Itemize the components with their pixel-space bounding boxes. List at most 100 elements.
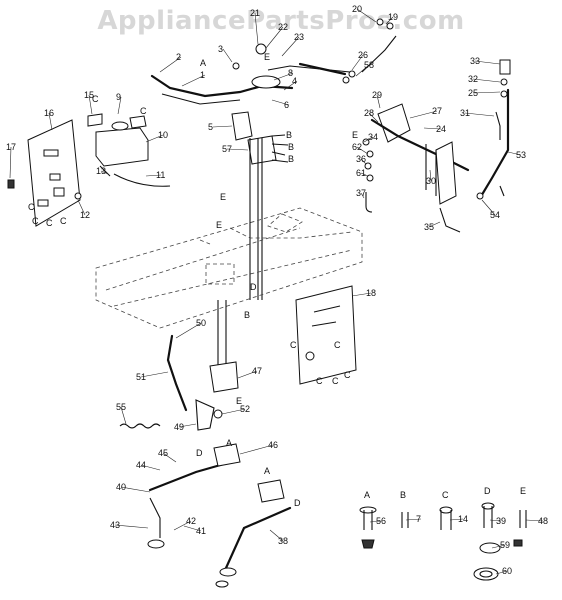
callout-7: 7: [416, 514, 421, 524]
callout-leader-6: [271, 99, 290, 106]
callout-6: 6: [284, 100, 289, 110]
callout-leader-52: [221, 408, 246, 415]
callout-2: 2: [176, 52, 181, 62]
callout-leader-58: [355, 64, 370, 77]
callout-leader-57: [226, 148, 249, 151]
callout-15: 15: [84, 90, 94, 100]
callout-37: 37: [356, 188, 366, 198]
fastener-letter-e: E: [264, 52, 270, 62]
callout-leader-16: [48, 112, 53, 131]
callout-61: 61: [356, 168, 366, 178]
callout-60: 60: [502, 566, 512, 576]
callout-48: 48: [538, 516, 548, 526]
callout-leader-35: [428, 221, 441, 228]
fastener-letter-c: C: [60, 216, 67, 226]
callout-10: 10: [158, 130, 168, 140]
fastener-letter-b: B: [286, 130, 292, 140]
callout-leader-26: [351, 54, 364, 71]
callout-leader-48: [525, 519, 544, 522]
callout-leader-20: [356, 8, 377, 23]
callout-16: 16: [44, 108, 54, 118]
callout-leader-56: [369, 520, 382, 523]
callout-labels: 1234567891011121314151617181920212223242…: [6, 4, 548, 576]
callout-41: 41: [196, 526, 206, 536]
callout-leader-7: [405, 518, 422, 521]
callout-leader-8: [273, 72, 294, 81]
callout-leader-25: [472, 91, 501, 94]
fastener-letter-c: C: [344, 370, 351, 380]
callout-leader-61: [360, 172, 369, 177]
callout-leader-53: [507, 151, 522, 156]
callout-55: 55: [116, 402, 126, 412]
callout-leader-45: [162, 452, 177, 463]
fastener-letter-d: D: [294, 498, 301, 508]
callout-28: 28: [364, 108, 374, 118]
callout-50: 50: [196, 318, 206, 328]
fastener-letter-c: C: [316, 376, 323, 386]
callout-leader-36: [360, 158, 367, 165]
callout-34: 34: [368, 132, 378, 142]
callout-leader-19: [385, 16, 394, 25]
fastener-letter-a: A: [200, 58, 206, 68]
callout-31: 31: [460, 108, 470, 118]
leader-lines: [9, 8, 544, 575]
callout-leader-12: [77, 199, 86, 216]
callout-35: 35: [424, 222, 434, 232]
hardware-key-b: B: [400, 490, 406, 500]
callout-leader-18: [351, 292, 372, 297]
callout-leader-41: [183, 525, 202, 532]
callout-51: 51: [136, 372, 146, 382]
callout-leader-15: [88, 94, 93, 115]
callout-17: 17: [6, 142, 16, 152]
callout-leader-3: [222, 48, 233, 63]
callout-leader-14: [449, 518, 464, 521]
callout-43: 43: [110, 520, 120, 530]
callout-leader-24: [423, 127, 442, 130]
fastener-letter-c: C: [28, 202, 35, 212]
fastener-letter-e: E: [236, 396, 242, 406]
callout-leader-27: [409, 110, 438, 119]
callout-leader-10: [145, 134, 164, 143]
fastener-letter-c: C: [332, 376, 339, 386]
fastener-letter-c: C: [92, 94, 99, 104]
callout-18: 18: [366, 288, 376, 298]
callout-53: 53: [516, 150, 526, 160]
callout-58: 58: [364, 60, 374, 70]
callout-leader-2: [159, 56, 182, 73]
callout-23: 23: [294, 32, 304, 42]
callout-leader-4: [283, 80, 298, 91]
fastener-letter-d: D: [250, 282, 257, 292]
callout-42: 42: [186, 516, 196, 526]
hardware-key-a: A: [364, 490, 370, 500]
callout-3: 3: [218, 44, 223, 54]
callout-1: 1: [200, 70, 205, 80]
callout-leader-33: [474, 60, 501, 65]
callout-39: 39: [496, 516, 506, 526]
callout-56: 56: [376, 516, 386, 526]
callout-leader-46: [239, 444, 274, 455]
callout-leader-39: [489, 519, 502, 522]
fastener-letter-d: D: [196, 448, 203, 458]
callout-leader-32: [472, 78, 501, 83]
callout-leader-31: [464, 112, 495, 117]
callout-leader-1: [181, 74, 206, 87]
callout-leader-29: [376, 94, 381, 109]
fastener-letter-c: C: [334, 340, 341, 350]
hardware-key-c: C: [442, 490, 449, 500]
callout-32: 32: [468, 74, 478, 84]
callout-leader-9: [117, 96, 122, 115]
callout-36: 36: [356, 154, 366, 164]
callout-25: 25: [468, 88, 478, 98]
callout-leader-5: [212, 125, 233, 128]
callout-leader-11: [145, 174, 162, 177]
callout-leader-62: [356, 146, 369, 155]
callout-leader-50: [175, 322, 202, 339]
callout-57: 57: [222, 144, 232, 154]
callout-leader-22: [265, 26, 284, 49]
callout-leader-54: [481, 199, 496, 216]
callout-leader-23: [281, 36, 300, 57]
callout-leader-55: [120, 406, 127, 425]
callout-leader-47: [237, 370, 258, 379]
fastener-letter-a: A: [226, 438, 232, 448]
